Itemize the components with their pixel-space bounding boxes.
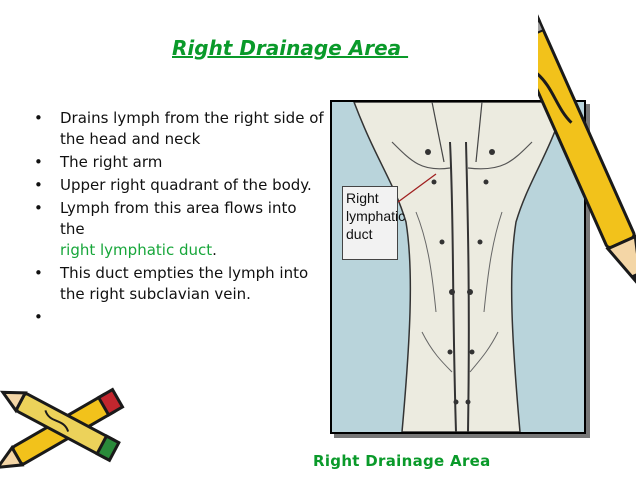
diagram-label-line: Right <box>346 190 379 206</box>
figure-caption: Right Drainage Area <box>313 452 491 470</box>
bullet-text: This duct empties the lymph into the rig… <box>60 264 309 303</box>
crossed-pencils-icon <box>0 387 125 470</box>
highlight-term: right lymphatic duct <box>60 241 213 259</box>
bullet-item: This duct empties the lymph into the rig… <box>34 263 324 305</box>
bullet-text: Drains lymph from the right side of the … <box>60 109 324 148</box>
bullet-item: Upper right quadrant of the body. <box>34 175 324 196</box>
diagram-label-box: Right lymphatic duct <box>342 186 406 260</box>
bullet-punct: . <box>212 241 217 259</box>
pencil-icon <box>538 0 636 294</box>
bullet-list: Drains lymph from the right side of the … <box>34 108 324 328</box>
bullet-item: Drains lymph from the right side of the … <box>34 108 324 150</box>
bullet-item: Lymph from this area flows into the righ… <box>34 198 324 261</box>
lymphatic-diagram: Right lymphatic duct <box>330 100 586 434</box>
slide-title: Right Drainage Area <box>172 36 409 60</box>
bullet-item: The right arm <box>34 152 324 173</box>
bullet-text: Upper right quadrant of the body. <box>60 176 312 194</box>
bullet-text: The right arm <box>60 153 163 171</box>
diagram-label-line: duct <box>346 226 373 242</box>
bullet-text: Lymph from this area flows into the <box>60 199 297 238</box>
diagram-label-line: lymphatic <box>346 208 406 224</box>
torso-illustration <box>332 102 584 432</box>
